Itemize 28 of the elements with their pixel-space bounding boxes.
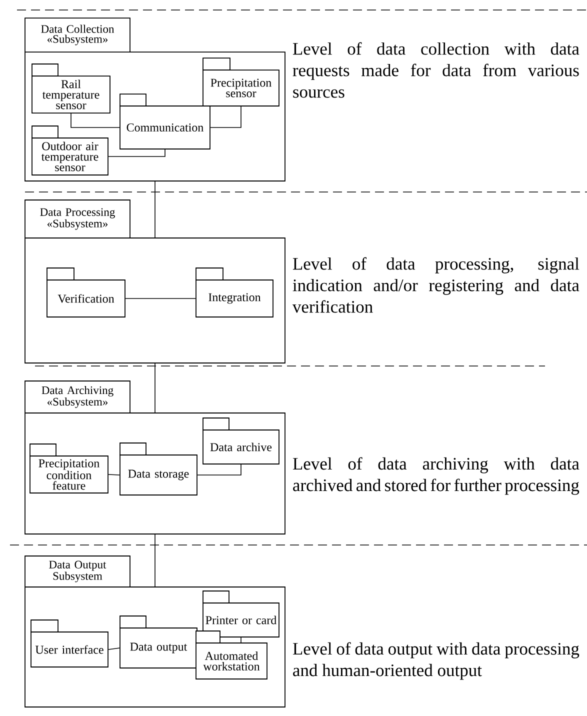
connector-line	[154, 181, 156, 238]
package-box: Integration	[196, 268, 274, 318]
package-box: User interface	[30, 620, 108, 668]
level-description: Level of data processing, signal indication and/or registering and data verification	[292, 257, 580, 313]
package-box: Automated workstation	[196, 630, 268, 680]
connector-line	[210, 106, 242, 128]
connector-line	[240, 637, 242, 643]
package-box: Printer or card	[202, 590, 280, 638]
package-box: Data archive	[202, 418, 280, 464]
package-box: Precipitation condition feature	[30, 444, 108, 494]
package-box: Rail temperature sensor	[32, 64, 110, 114]
connector-line	[197, 464, 242, 476]
connector-line	[125, 298, 196, 299]
connector-line	[70, 113, 120, 128]
level-description: Level of data collection with data requests made for data from various sources	[292, 42, 580, 98]
connector-line	[108, 648, 120, 650]
package-box: Communication	[120, 94, 210, 150]
connector-line	[108, 149, 166, 157]
level-description: Level of data output with data processing and human-oriented output	[292, 642, 580, 680]
package-box: Outdoor air temperature sensor	[32, 126, 108, 176]
connector-line	[108, 474, 120, 476]
package-box: Data output	[120, 616, 198, 668]
connector-line	[154, 534, 156, 587]
package-box: Data storage	[120, 442, 198, 496]
package-box: Verification	[46, 268, 126, 318]
level-description: Level of data archiving with data archived and stored for further processing	[292, 457, 580, 495]
package-box: Precipitation sensor	[202, 58, 280, 106]
connector-line	[154, 363, 156, 413]
